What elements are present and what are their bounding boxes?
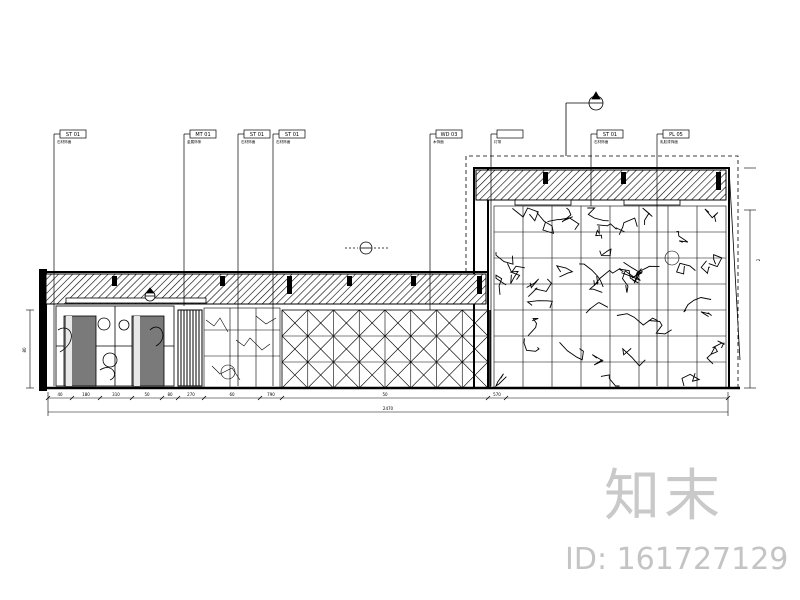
dimension-label: 270	[187, 392, 195, 397]
dimension-overall: 2470	[383, 406, 394, 411]
dimension-tick	[97, 395, 103, 401]
dimension-label: 50	[382, 392, 388, 397]
ceiling-soffit-right	[475, 169, 727, 201]
dimension-label: 310	[112, 392, 120, 397]
dimension-tick	[159, 395, 165, 401]
tag-label: 灯带	[494, 139, 502, 144]
dimension-lines	[26, 167, 756, 416]
tag-box	[496, 129, 524, 139]
dimension-tick	[45, 395, 51, 401]
tag-label: 木饰面	[433, 139, 444, 144]
section-marker-left	[144, 287, 156, 302]
dimension-tick	[69, 395, 75, 401]
dimension-label: 790	[267, 392, 275, 397]
dimension-labels: 40 180 310 50 80 270 60 790 50 570	[57, 392, 501, 397]
diamond-wood-panel	[281, 309, 489, 389]
dimension-ticks	[45, 395, 731, 401]
section-marker-top	[565, 91, 604, 156]
tag-label: 乳胶漆饰面	[660, 139, 678, 144]
tag-code: ST 01	[66, 132, 80, 138]
dimension-tick	[279, 395, 285, 401]
tag-code: PL 05	[669, 132, 683, 138]
dimension-tick	[257, 395, 263, 401]
watermark-id: ID: 161727129	[565, 542, 789, 577]
dimension-right-height: 2	[756, 258, 761, 261]
slatted-panel	[177, 309, 203, 387]
section-marker-mid	[345, 241, 390, 255]
tag-label: 石材饰面	[57, 139, 72, 144]
ceiling-light-strips	[65, 199, 681, 304]
dimension-label: 40	[57, 392, 63, 397]
tag-label: 石材饰面	[594, 139, 609, 144]
marble-panel-left	[203, 307, 281, 389]
ceiling-fixtures	[112, 172, 721, 294]
door-edge	[728, 167, 741, 361]
dimension-label: 50	[144, 392, 150, 397]
dimension-tick	[201, 395, 207, 401]
dimension-left-height: 80	[22, 347, 27, 353]
tag-code: ST 01	[285, 132, 299, 138]
tag-label: 石材饰面	[276, 139, 291, 144]
watermark-logo: 知末	[604, 464, 724, 529]
material-tag: 灯带	[490, 129, 524, 386]
dimension-label: 60	[229, 392, 235, 397]
dimension-tick	[175, 395, 181, 401]
dimension-label: 570	[493, 392, 501, 397]
tag-label: 石材饰面	[241, 139, 256, 144]
marble-wall-right	[493, 205, 727, 389]
tag-code: WD 03	[441, 132, 458, 138]
tag-label: 金属饰条	[187, 139, 202, 144]
tag-code: ST 01	[250, 132, 264, 138]
tag-code: MT 01	[195, 132, 210, 138]
tag-code: ST 01	[603, 132, 617, 138]
dimension-tick	[129, 395, 135, 401]
dimension-label: 80	[167, 392, 173, 397]
dimension-label: 180	[82, 392, 90, 397]
dimension-tick	[725, 395, 731, 401]
dimension-tick	[503, 395, 509, 401]
dashed-ceiling-boundary	[465, 155, 739, 390]
dimension-tick	[485, 395, 491, 401]
cabinet-section	[55, 305, 175, 387]
